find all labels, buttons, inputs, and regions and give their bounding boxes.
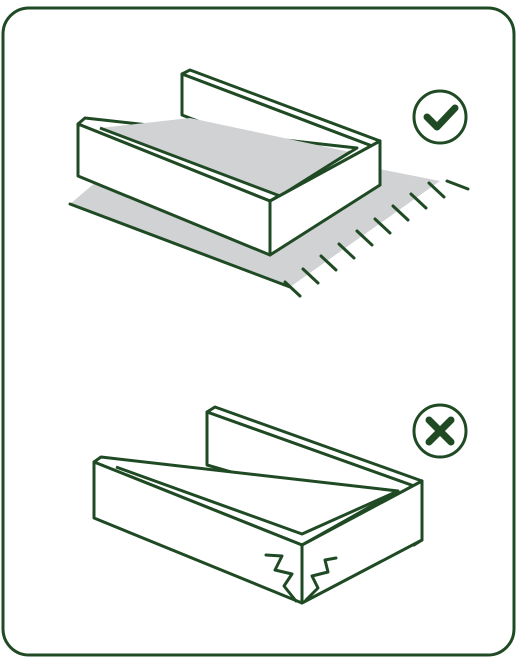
- mat-front-edge: [68, 202, 292, 289]
- end-wall-face: [268, 139, 382, 257]
- inner-rim: [115, 465, 399, 536]
- frame-cracked: [92, 405, 424, 605]
- inner-floor: [100, 118, 350, 196]
- crack-right: [304, 556, 338, 602]
- x-circle-icon: [412, 403, 468, 459]
- incorrect-panel: [92, 403, 468, 605]
- frame-intact: [76, 68, 382, 257]
- correct-panel: [68, 68, 470, 298]
- crack-marks: [264, 553, 338, 603]
- mat-fringe: [283, 179, 470, 298]
- crack-left: [264, 553, 298, 603]
- check-circle-icon: [412, 89, 468, 145]
- end-wall-face: [300, 479, 424, 605]
